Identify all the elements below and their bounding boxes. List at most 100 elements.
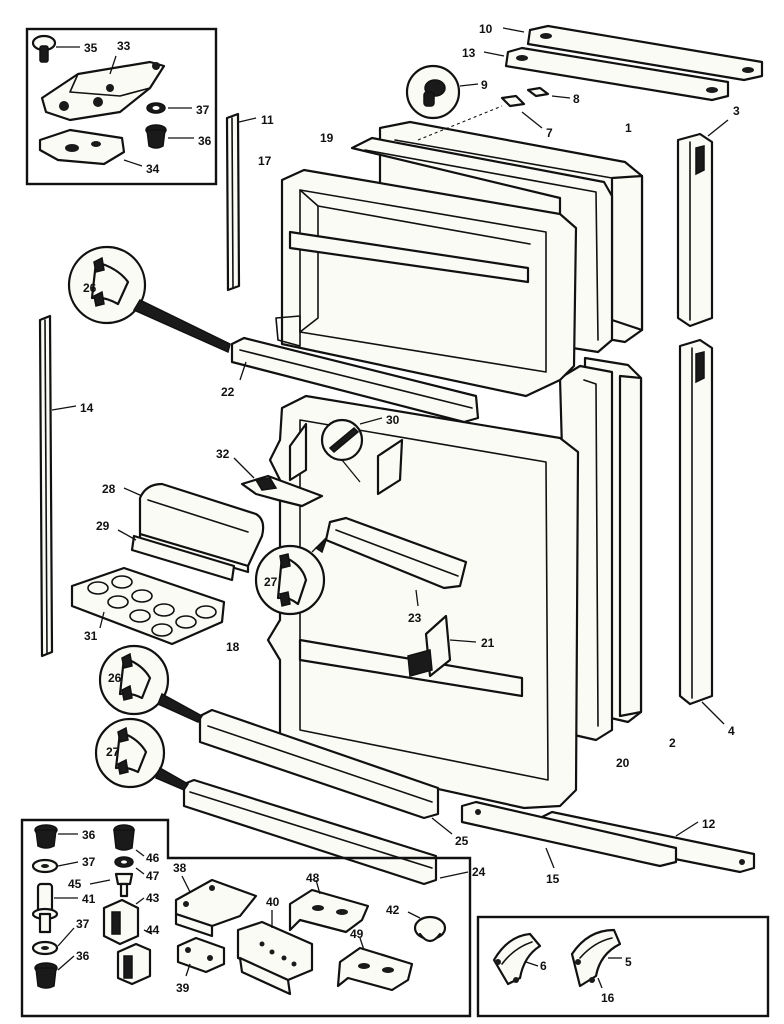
callout-48: 48 — [306, 871, 320, 885]
bushing-46 — [113, 824, 135, 851]
callout-13: 13 — [462, 46, 476, 60]
callout-10: 10 — [479, 22, 493, 36]
callout-25: 25 — [455, 834, 469, 848]
callout-35: 35 — [84, 41, 98, 55]
hinge-plate-48 — [288, 888, 370, 934]
callout-41: 41 — [82, 892, 96, 906]
hinge-plate-10 — [526, 24, 764, 82]
callout-3: 3 — [733, 104, 740, 118]
latch-32 — [240, 474, 324, 508]
pin-41 — [31, 882, 59, 934]
callout-43: 43 — [146, 891, 160, 905]
magnifier-27-lower — [94, 717, 190, 791]
callout-36c: 36 — [76, 949, 90, 963]
callout-14: 14 — [80, 401, 94, 415]
hinge-plate-13 — [504, 46, 730, 102]
callout-33: 33 — [117, 39, 131, 53]
cap-7 — [500, 94, 526, 108]
callout-26a: 26 — [83, 281, 97, 295]
callout-8: 8 — [573, 92, 580, 106]
callout-24: 24 — [472, 865, 486, 879]
callout-45: 45 — [68, 877, 82, 891]
cover-5-16 — [570, 928, 622, 988]
hinge-plate-38 — [174, 878, 258, 938]
callout-18: 18 — [226, 640, 240, 654]
callout-36a: 36 — [198, 134, 212, 148]
callout-6: 6 — [540, 959, 547, 973]
callout-42: 42 — [386, 903, 400, 917]
magnifier-9 — [405, 64, 461, 120]
callout-49: 49 — [350, 927, 364, 941]
hinge-bracket-44 — [116, 942, 152, 986]
callout-27a: 27 — [264, 575, 278, 589]
fresh-food-door-liner-18 — [266, 394, 580, 810]
shelf-rail-22 — [230, 336, 480, 424]
callout-37c: 37 — [76, 917, 90, 931]
magnifier-26-upper — [67, 245, 231, 354]
callout-16: 16 — [601, 991, 615, 1005]
egg-tray-31 — [70, 566, 226, 646]
spacer-8 — [526, 86, 550, 98]
callout-37a: 37 — [196, 103, 210, 117]
callout-9: 9 — [481, 78, 488, 92]
hinge-bracket-43 — [102, 898, 140, 946]
butter-door-29 — [130, 534, 236, 582]
gasket-strip-14 — [38, 314, 54, 658]
callout-21: 21 — [481, 636, 495, 650]
cover-6 — [492, 932, 542, 986]
screw-35 — [31, 34, 57, 63]
door-handle-3 — [676, 132, 714, 328]
callout-17: 17 — [258, 154, 272, 168]
freezer-door-liner-17 — [275, 168, 578, 398]
gasket-strip-11 — [225, 112, 241, 292]
callout-2: 2 — [669, 736, 676, 750]
hinge-33 — [40, 60, 166, 122]
callout-5: 5 — [625, 955, 632, 969]
shelf-rail-25 — [198, 708, 440, 820]
top-hinge-inset — [25, 27, 218, 186]
hinge-plate-40 — [236, 920, 314, 996]
hinge-plate-49 — [336, 946, 414, 992]
callout-22: 22 — [221, 385, 235, 399]
callout-44: 44 — [146, 923, 160, 937]
callout-11: 11 — [261, 113, 274, 127]
callout-30: 30 — [386, 413, 400, 427]
callout-31: 31 — [84, 629, 98, 643]
hinge-plate-15 — [460, 800, 678, 868]
bushing-36-a — [34, 824, 58, 849]
callout-38: 38 — [173, 861, 187, 875]
callout-23: 23 — [408, 611, 422, 625]
callout-15: 15 — [546, 872, 560, 886]
magnifier-27-upper — [254, 544, 326, 616]
callout-40: 40 — [266, 895, 280, 909]
callout-26b: 26 — [108, 671, 122, 685]
cover-inset — [476, 915, 770, 1018]
bushing-36-top — [145, 124, 167, 149]
callout-47: 47 — [146, 869, 160, 883]
callout-32: 32 — [216, 447, 230, 461]
callout-36b: 36 — [82, 828, 96, 842]
plug-42 — [413, 915, 447, 943]
callout-4: 4 — [728, 724, 735, 738]
callout-37b: 37 — [82, 855, 96, 869]
bracket-21 — [407, 614, 452, 678]
callout-46: 46 — [146, 851, 160, 865]
bottom-hinge-inset — [20, 818, 472, 1018]
callout-20: 20 — [616, 756, 630, 770]
callout-labels: 1 2 3 4 5 6 7 8 9 10 11 12 13 14 15 16 1… — [68, 22, 740, 1005]
callout-28: 28 — [102, 482, 116, 496]
callout-1: 1 — [625, 121, 632, 135]
bushing-36-b — [34, 962, 58, 989]
door-handle-4 — [678, 338, 714, 706]
screw-45 — [114, 872, 134, 898]
callout-7: 7 — [546, 126, 553, 140]
magnifier-26-lower — [98, 644, 204, 723]
shim-39 — [176, 936, 226, 974]
callout-39: 39 — [176, 981, 190, 995]
callout-34: 34 — [146, 162, 160, 176]
callout-12: 12 — [702, 817, 716, 831]
shim-34 — [38, 128, 126, 166]
callout-19: 19 — [320, 131, 334, 145]
callout-27b: 27 — [106, 745, 120, 759]
